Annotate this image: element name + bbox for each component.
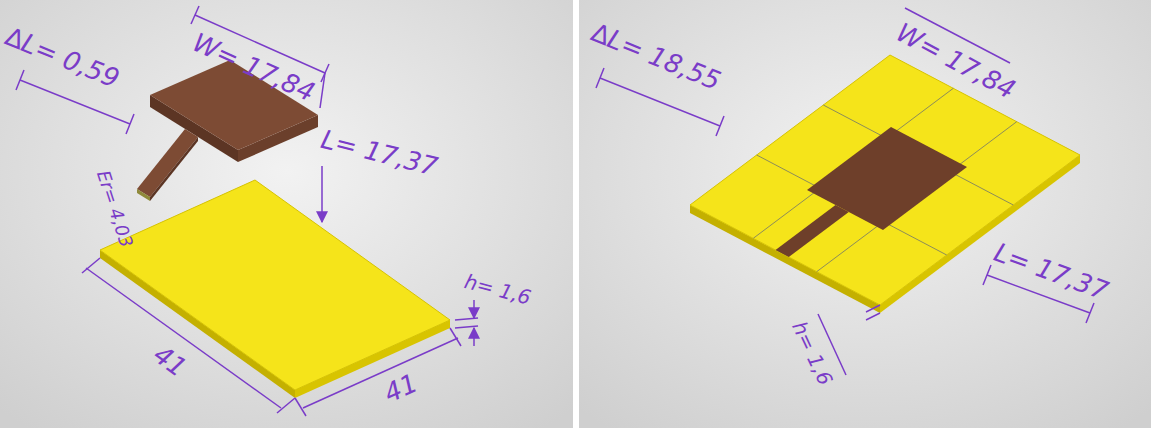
dimension-label: h= 1,6 <box>788 318 837 389</box>
dimension-label: h= 1,6 <box>462 270 533 309</box>
panel-ground <box>579 0 1151 428</box>
dimension-label: Er= 4,03 <box>93 168 136 250</box>
dimension-label: 41 <box>148 340 192 383</box>
patch <box>776 127 968 257</box>
dimension-label: ∆L= 0,59 <box>1 22 123 93</box>
panel-ground <box>0 0 573 428</box>
dimension-label: 41 <box>380 369 422 409</box>
dimension-label: L= 17,37 <box>990 238 1112 306</box>
dimension-label: ∆L= 18,55 <box>587 18 724 96</box>
dimension-label: L= 17,37 <box>318 125 440 182</box>
grid-lines <box>753 88 1016 271</box>
dimension-label: W= 17,84 <box>892 18 1020 104</box>
dimension-label: W= 17,84 <box>188 28 319 107</box>
